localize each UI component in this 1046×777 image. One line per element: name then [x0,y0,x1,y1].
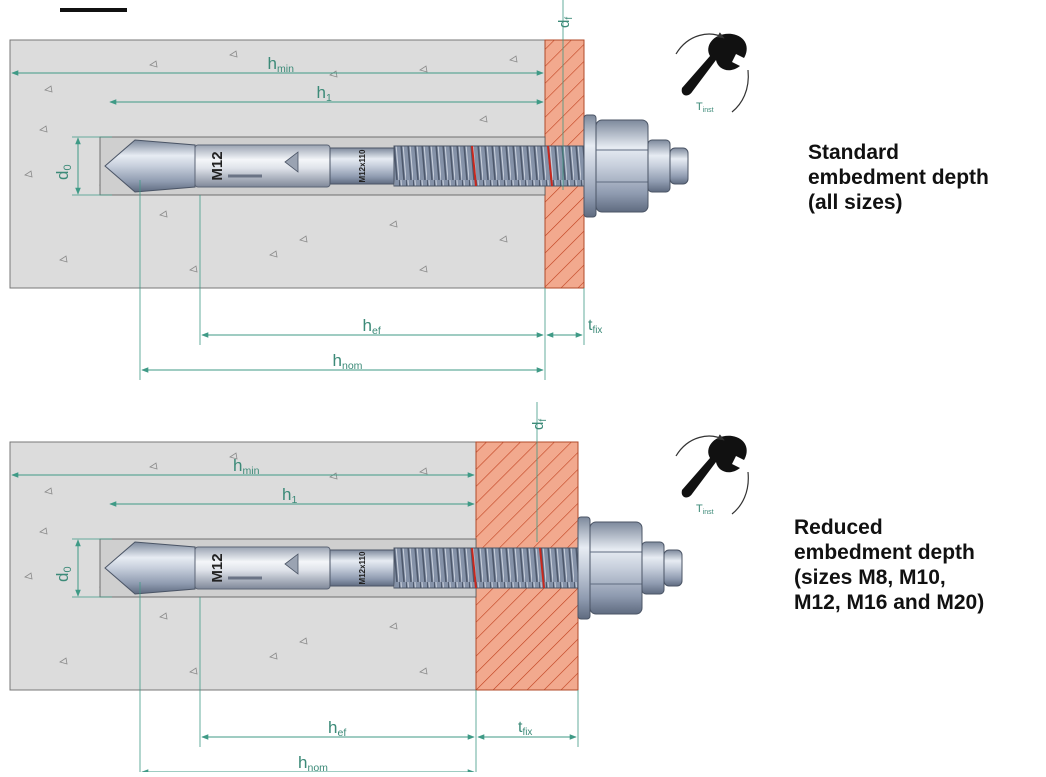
dim-hef-label: hef [363,316,381,337]
aggregate-mark [59,657,68,665]
thread-highlight [547,145,553,187]
rotation-arrow-icon [675,32,725,55]
aggregate-mark [389,622,398,630]
thread-highlight [539,547,545,589]
dim-hnom-label: hnom [298,753,328,772]
hex-nut [595,119,649,213]
aggregate-mark [189,265,198,273]
aggregate-mark [149,60,158,68]
caption-line: embedment depth [808,166,989,189]
bolt-protrusion [641,541,665,595]
rotation-arrow-icon [675,434,725,457]
aggregate-mark [269,250,278,258]
aggregate-mark [419,265,428,273]
caption-reduced-embedment: Reduced embedment depth (sizes M8, M10, … [794,515,984,615]
sleeve-triangle [284,553,299,575]
dim-hmin-label: hmin [268,54,295,75]
anchor-marking-label: M12x110 [358,149,367,182]
aggregate-mark [24,572,33,580]
hex-nut [589,521,643,615]
dim-d0-label: d0 [53,566,74,582]
aggregate-mark [299,235,308,243]
aggregate-mark [479,115,488,123]
dim-df-label: df [530,419,549,430]
wrench-shape [681,435,747,498]
dim-hef-label: hef [328,718,346,739]
aggregate-mark [24,170,33,178]
rotation-arrow-icon [731,471,749,515]
wrench-icon: Tinst [675,32,749,114]
aggregate-mark [509,55,518,63]
caption-line: Standard [808,141,900,164]
rotation-arrow-icon [731,69,749,113]
aggregate-mark [44,85,53,93]
bolt-end [669,147,689,185]
dim-tfix-label: tfix [588,317,602,336]
anchor-thread [393,145,591,187]
anchor-thread [393,547,585,589]
aggregate-mark [59,255,68,263]
thread-highlight [471,547,477,589]
torque-label: Tinst [696,101,714,114]
aggregate-mark [39,125,48,133]
aggregate-mark [229,50,238,58]
sleeve-triangle [284,151,299,173]
wrench-shape [681,33,747,96]
bolt-protrusion [647,139,671,193]
thread-highlight [471,145,477,187]
aggregate-mark [419,667,428,675]
dim-h1-label: h1 [317,83,332,104]
aggregate-mark [44,487,53,495]
anchor-shank [329,147,395,185]
anchor-size-label: M12 [209,151,226,180]
caption-line: embedment depth [794,541,975,564]
torque-label: Tinst [696,503,714,516]
caption-line: M12, M16 and M20) [794,591,985,614]
caption-line: (all sizes) [808,191,903,214]
dim-h1-label: h1 [282,485,297,506]
caption-standard-embedment: Standard embedment depth (all sizes) [808,140,989,215]
washer [577,516,591,620]
aggregate-mark [299,637,308,645]
dim-tfix-label: tfix [518,719,532,738]
bolt-end [663,549,683,587]
caption-line: (sizes M8, M10, [794,566,946,589]
dim-hmin-label: hmin [233,456,260,477]
aggregate-mark [149,462,158,470]
anchor-size-label: M12 [209,553,226,582]
aggregate-mark [389,220,398,228]
aggregate-mark [499,235,508,243]
aggregate-mark [229,452,238,460]
washer [583,114,597,218]
aggregate-mark [159,210,168,218]
caption-line: Reduced [794,516,883,539]
title-underline [60,8,127,12]
dim-hnom-label: hnom [333,351,363,372]
aggregate-mark [269,652,278,660]
aggregate-mark [189,667,198,675]
dim-df-label: df [556,17,575,28]
wrench-icon: Tinst [675,434,749,516]
anchor-marking-label: M12x110 [358,551,367,584]
aggregate-mark [159,612,168,620]
dim-d0-label: d0 [53,164,74,180]
aggregate-mark [39,527,48,535]
